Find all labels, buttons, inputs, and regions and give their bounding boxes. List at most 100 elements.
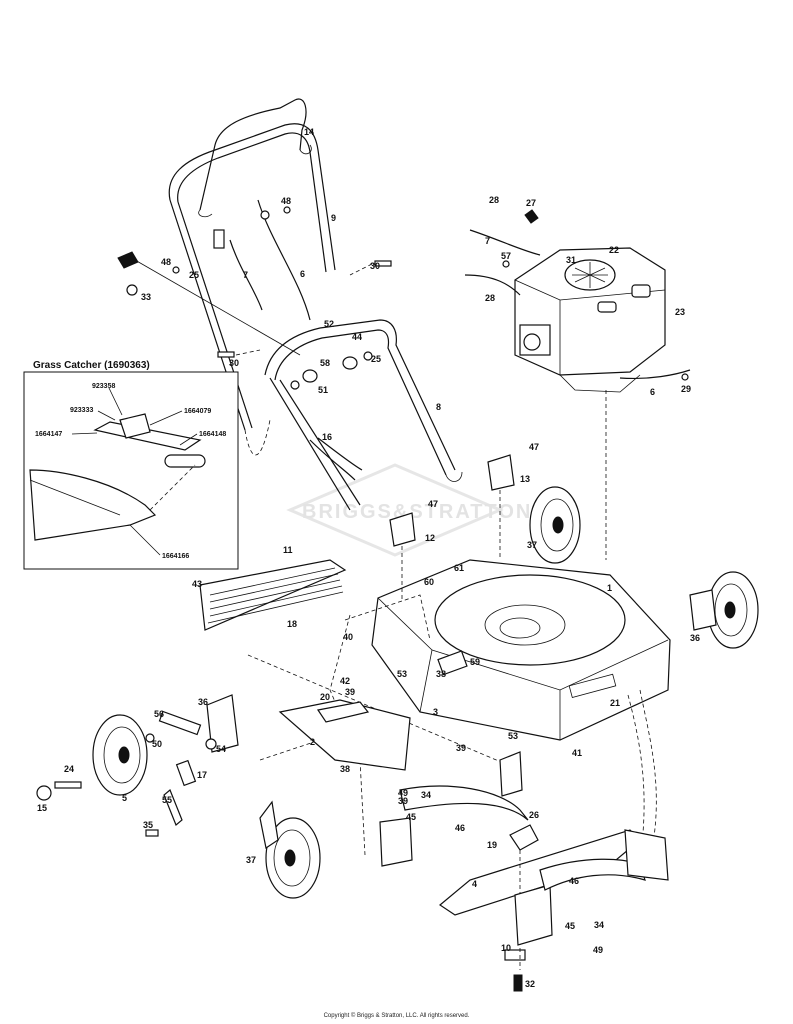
starter-rope-guide <box>117 251 301 356</box>
callout: 30 <box>229 358 239 368</box>
callout: 27 <box>526 198 536 208</box>
callout: 32 <box>525 979 535 989</box>
callout: 58 <box>320 358 330 368</box>
callout: 39 <box>398 796 408 806</box>
callout: 47 <box>428 499 438 509</box>
callout: 15 <box>37 803 47 813</box>
callout: 33 <box>141 292 151 302</box>
callout: 23 <box>675 307 685 317</box>
callout: 44 <box>352 332 362 342</box>
wheel-rear-right <box>689 571 759 649</box>
handle-mount-brackets <box>389 454 515 600</box>
callout: 40 <box>343 632 353 642</box>
callout: 35 <box>143 820 153 830</box>
callout: 36 <box>690 633 700 643</box>
callout: 34 <box>421 790 431 800</box>
callout: 36 <box>198 697 208 707</box>
wheel-front-right <box>529 486 581 564</box>
callout: 43 <box>192 579 202 589</box>
callout: 53 <box>508 731 518 741</box>
callout: 9 <box>331 213 336 223</box>
part-number: 1664166 <box>162 553 189 560</box>
callout: 50 <box>152 739 162 749</box>
callout: 42 <box>340 676 350 686</box>
callout: 8 <box>436 402 441 412</box>
callout: 30 <box>370 261 380 271</box>
callout: 21 <box>610 698 620 708</box>
callout: 49 <box>593 945 603 955</box>
callout: 28 <box>489 195 499 205</box>
callout: 56 <box>154 709 164 719</box>
callout: 54 <box>216 744 226 754</box>
inset-title: Grass Catcher (1690363) <box>33 360 150 371</box>
callout: 37 <box>246 855 256 865</box>
callout: 25 <box>189 270 199 280</box>
axle-brackets <box>379 751 669 946</box>
side-discharge-chute <box>199 559 347 631</box>
callout: 39 <box>456 743 466 753</box>
part-number: 1664147 <box>35 431 62 438</box>
callout: 41 <box>572 748 582 758</box>
callout: 38 <box>340 764 350 774</box>
part-number: 923358 <box>92 383 115 390</box>
callout: 57 <box>501 251 511 261</box>
callout: 20 <box>320 692 330 702</box>
callout: 34 <box>594 920 604 930</box>
part-number: 1664079 <box>184 408 211 415</box>
callout: 60 <box>424 577 434 587</box>
control-bail <box>198 98 312 218</box>
callout: 47 <box>529 442 539 452</box>
wheel-front-left <box>259 800 321 899</box>
callout: 45 <box>406 812 416 822</box>
callout: 29 <box>681 384 691 394</box>
callout: 59 <box>470 657 480 667</box>
callout: 12 <box>425 533 435 543</box>
callout: 18 <box>287 619 297 629</box>
engine <box>514 247 666 560</box>
part-number: 923333 <box>70 407 93 414</box>
callout: 5 <box>122 793 127 803</box>
brand-watermark: BRIGGS&STRATTON <box>286 463 532 557</box>
handle-bolts <box>126 260 392 358</box>
grass-catcher-inset: Grass Catcher (1690363) 923358 923333 16… <box>23 360 239 570</box>
callout: 17 <box>197 770 207 780</box>
callout: 19 <box>487 840 497 850</box>
discharge-door <box>278 699 411 771</box>
callout: 1 <box>607 583 612 593</box>
callout: 4 <box>472 879 477 889</box>
callout: 26 <box>529 810 539 820</box>
svg-text:BRIGGS&STRATTON: BRIGGS&STRATTON <box>302 501 532 523</box>
callout: 51 <box>318 385 328 395</box>
callout: 14 <box>304 127 314 137</box>
callout: 38 <box>436 669 446 679</box>
callout: 10 <box>501 943 511 953</box>
callout: 6 <box>300 269 305 279</box>
callout: 7 <box>243 270 248 280</box>
callout: 13 <box>520 474 530 484</box>
callout: 46 <box>455 823 465 833</box>
callout: 11 <box>283 545 293 555</box>
callout: 52 <box>324 319 334 329</box>
callout: 28 <box>485 293 495 303</box>
callout: 45 <box>565 921 575 931</box>
callout: 46 <box>569 876 579 886</box>
callouts: 1 2 3 4 5 6 6 7 7 8 9 10 11 12 13 14 15 … <box>37 127 700 989</box>
handle-knobs <box>213 206 373 390</box>
callout: 6 <box>650 387 655 397</box>
copyright-notice: Copyright © Briggs & Stratton, LLC. All … <box>323 1013 470 1019</box>
throttle-cable <box>229 199 363 481</box>
callout: 2 <box>310 737 315 747</box>
callout: 53 <box>397 669 407 679</box>
callout: 24 <box>64 764 74 774</box>
callout: 22 <box>609 245 619 255</box>
callout: 61 <box>454 563 464 573</box>
callout: 25 <box>371 354 381 364</box>
callout: 48 <box>161 257 171 267</box>
part-number: 1664148 <box>199 431 226 438</box>
callout: 3 <box>433 707 438 717</box>
callout: 49 <box>398 788 408 798</box>
callout: 31 <box>566 255 576 265</box>
callout: 39 <box>345 687 355 697</box>
lower-handle <box>264 319 463 511</box>
